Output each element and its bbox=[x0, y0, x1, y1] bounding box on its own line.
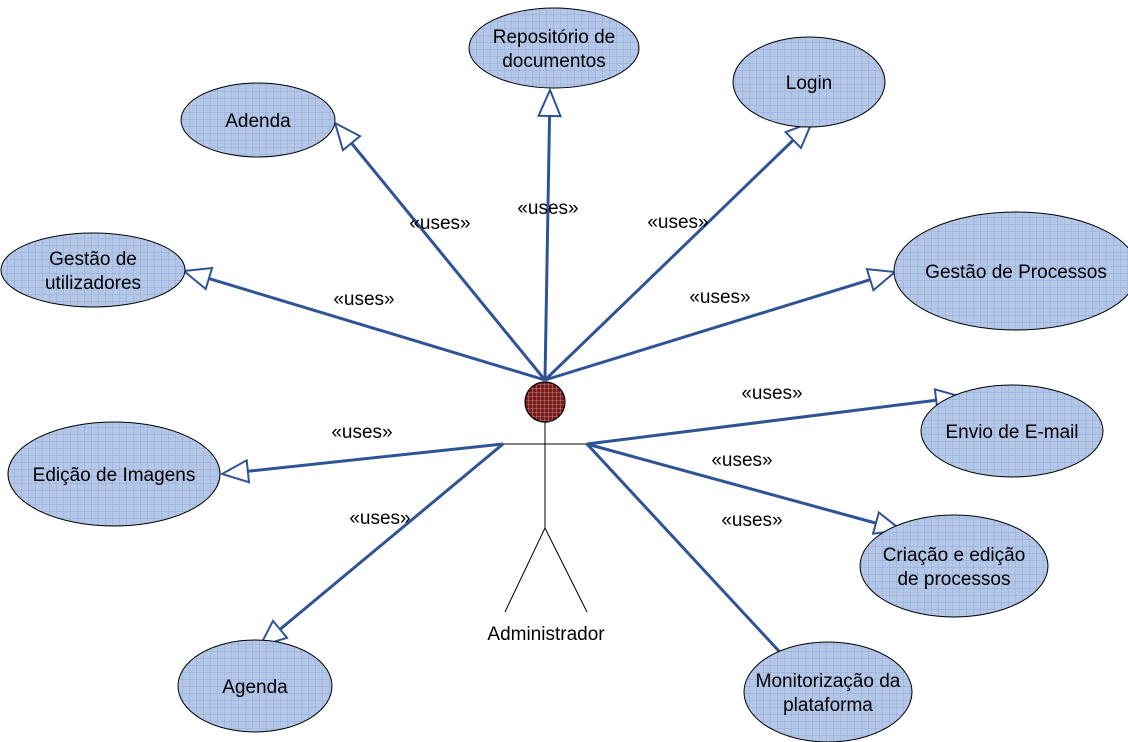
use-case-label: Login bbox=[786, 73, 833, 94]
use-case-ellipse bbox=[0, 232, 186, 308]
arrowhead bbox=[333, 121, 362, 152]
uses-relation bbox=[543, 120, 814, 382]
actor-left-leg bbox=[504, 527, 546, 613]
use-case-ellipse bbox=[743, 641, 913, 742]
use-case-label: plataforma bbox=[783, 695, 873, 716]
uses-label: «uses» bbox=[517, 198, 578, 219]
relation-line bbox=[350, 142, 547, 381]
use-case-ellipse bbox=[7, 421, 221, 527]
use-case-ellipse bbox=[180, 82, 336, 158]
relation-line bbox=[543, 138, 795, 382]
uses-label: «uses» bbox=[333, 289, 394, 310]
uses-relation bbox=[544, 268, 898, 382]
relation-line bbox=[543, 115, 552, 381]
use-case-label: Edição de Imagens bbox=[33, 465, 196, 486]
use-case-ellipse bbox=[893, 211, 1128, 331]
uses-label: «uses» bbox=[711, 450, 772, 471]
use-case[interactable]: Edição de Imagens bbox=[7, 421, 221, 527]
use-case-ellipse bbox=[859, 514, 1049, 618]
relation-line bbox=[208, 277, 546, 382]
use-case[interactable]: Login bbox=[732, 36, 886, 128]
uses-label: «uses» bbox=[331, 422, 392, 443]
relations-layer bbox=[181, 87, 965, 678]
uses-label: «uses» bbox=[647, 212, 708, 233]
use-case[interactable]: Agenda bbox=[177, 639, 333, 733]
arrowhead bbox=[181, 266, 214, 291]
uses-relation bbox=[333, 121, 547, 381]
uses-label: «uses» bbox=[741, 383, 802, 404]
actor-head bbox=[524, 381, 566, 423]
use-case-label: documentos bbox=[502, 51, 606, 72]
uses-relation bbox=[537, 87, 563, 381]
arrowhead bbox=[537, 87, 563, 118]
use-case-label: Adenda bbox=[225, 111, 291, 132]
use-cases-layer: Adenda Repositório de documentosLoginGestã… bbox=[0, 7, 1128, 742]
use-case[interactable]: Adenda bbox=[180, 82, 336, 158]
arrowhead bbox=[865, 268, 898, 292]
uses-relation bbox=[258, 442, 504, 648]
relation-line bbox=[247, 442, 504, 473]
use-case-ellipse bbox=[468, 7, 640, 89]
uses-label: «uses» bbox=[689, 287, 750, 308]
use-case-label: Monitorização da bbox=[756, 671, 901, 692]
uses-label: «uses» bbox=[721, 510, 782, 531]
relation-line bbox=[279, 442, 504, 631]
arrowhead bbox=[219, 458, 251, 484]
use-case-label: Envio de E-mail bbox=[945, 422, 1078, 443]
relation-line bbox=[586, 398, 937, 446]
use-case-label: Agenda bbox=[222, 677, 288, 698]
uses-label: «uses» bbox=[349, 508, 410, 529]
uses-relation bbox=[585, 442, 804, 678]
use-case[interactable]: Criação e edição de processos bbox=[859, 514, 1049, 618]
use-case-label: Gestão de bbox=[49, 249, 137, 270]
use-case[interactable]: Envio de E-mail bbox=[920, 384, 1104, 478]
relation-line bbox=[544, 278, 871, 382]
use-case-label: utilizadores bbox=[45, 273, 141, 294]
use-case[interactable]: Gestão de Processos bbox=[893, 211, 1128, 331]
use-case[interactable]: Monitorização da plataforma bbox=[743, 641, 913, 742]
actor-name: Administrador bbox=[487, 624, 605, 645]
use-case-label: Criação e edição bbox=[883, 545, 1026, 566]
uses-relation bbox=[219, 442, 504, 484]
use-case-ellipse bbox=[177, 639, 333, 733]
relation-line bbox=[585, 442, 786, 658]
relation-labels-layer: «uses» «uses» «uses» «uses» «uses» «uses» «use… bbox=[331, 198, 802, 531]
uses-relation bbox=[181, 266, 546, 382]
use-case-label: de processos bbox=[897, 569, 1010, 590]
use-case-label: Gestão de Processos bbox=[925, 262, 1107, 283]
relation-line bbox=[586, 442, 877, 525]
actor-right-leg bbox=[544, 527, 588, 613]
actor: Administrador bbox=[487, 381, 605, 645]
use-case-label: Repositório de bbox=[493, 27, 616, 48]
use-case-ellipse bbox=[920, 384, 1104, 478]
uses-label: «uses» bbox=[409, 213, 470, 234]
use-case[interactable]: Repositório de documentos bbox=[468, 7, 640, 89]
use-case[interactable]: Gestão de utilizadores bbox=[0, 232, 186, 308]
use-case-ellipse bbox=[732, 36, 886, 128]
